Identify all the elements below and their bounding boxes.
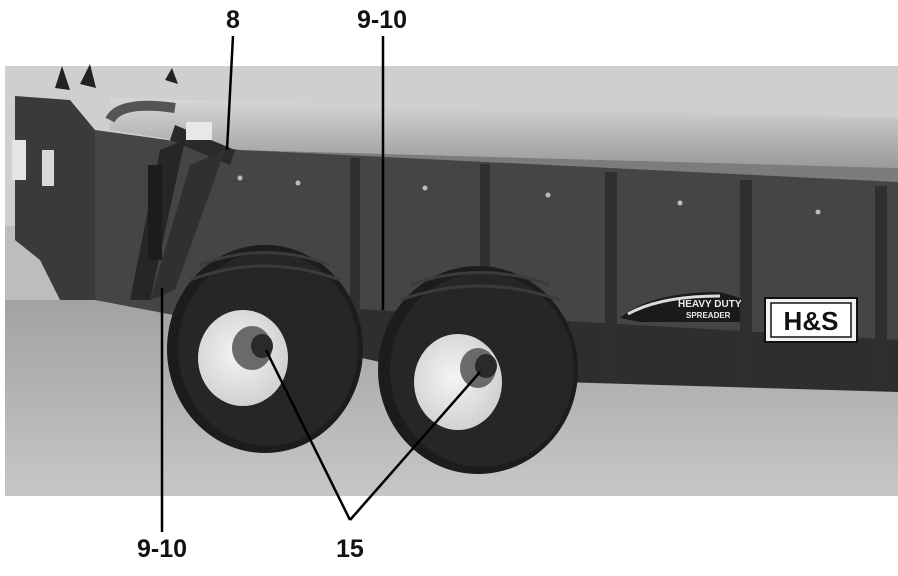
front-wheel	[378, 266, 578, 474]
callout-8: 8	[226, 6, 240, 34]
decal-line1: HEAVY DUTY	[678, 299, 742, 310]
callout-9-10-top: 9-10	[357, 6, 408, 34]
rear-wheel	[167, 245, 363, 453]
decal-line2: SPREADER	[686, 311, 731, 320]
heavy-duty-decal: HEAVY DUTY SPREADER	[620, 292, 742, 322]
callout-15: 15	[336, 535, 364, 563]
leader-lines	[160, 35, 481, 532]
hs-logo-text: H&S	[784, 306, 839, 336]
callout-9-10-bottom: 9-10	[137, 535, 188, 563]
hs-logo: H&S	[764, 297, 858, 343]
